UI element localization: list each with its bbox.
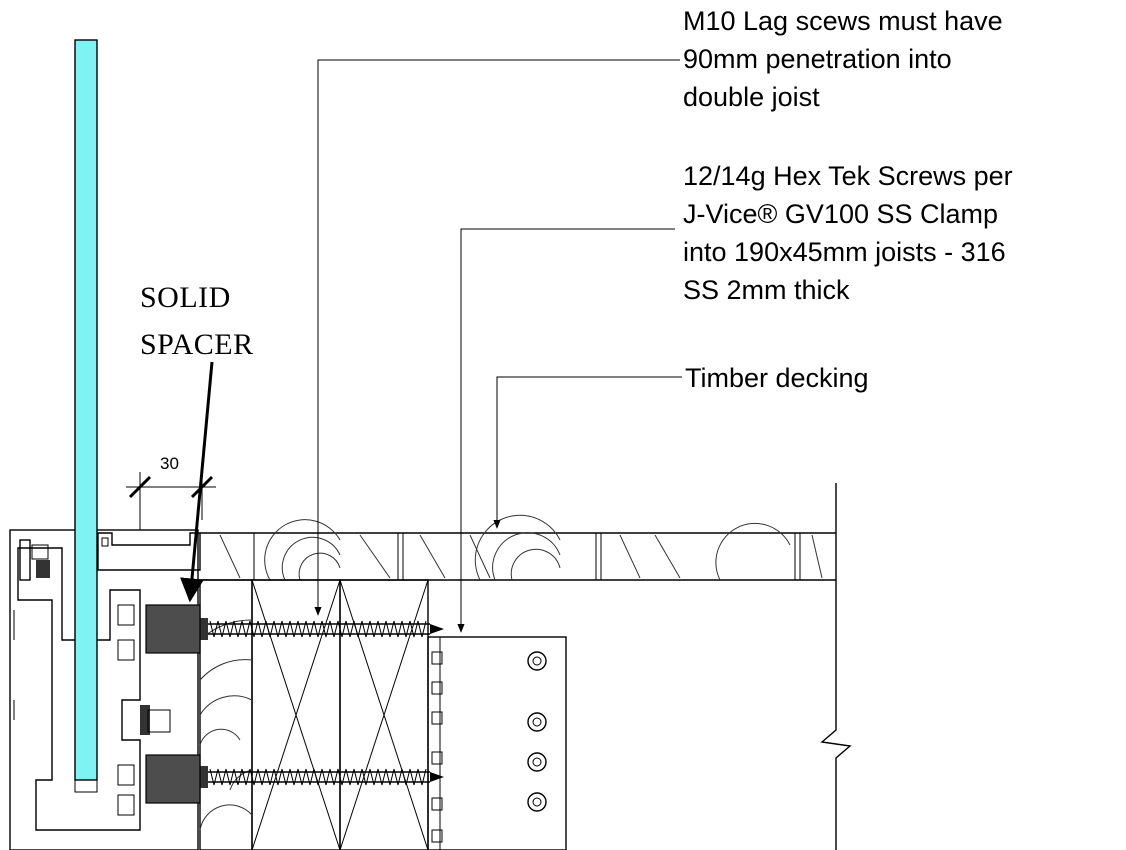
note-line: 90mm penetration into (683, 44, 952, 74)
gv100-clamp-plate (427, 636, 567, 850)
note-line: into 190x45mm joists - 316 (683, 237, 1006, 267)
note-line: SOLID (140, 281, 231, 314)
timber-decking-boards (200, 514, 836, 581)
note-line: SS 2mm thick (683, 275, 850, 305)
tek-screw-heads (431, 651, 443, 843)
note-lag-screws: M10 Lag scews must have 90mm penetration… (683, 6, 1003, 112)
note-line: Timber decking (685, 363, 869, 393)
note-line: J-Vice® GV100 SS Clamp (683, 199, 998, 229)
note-decking: Timber decking (685, 363, 869, 393)
bolt-holes (527, 651, 547, 812)
note-line: SPACER (140, 328, 254, 361)
double-joist (199, 579, 429, 850)
note-solid-spacer: SOLID SPACER (140, 281, 254, 361)
joist-break-line (820, 483, 852, 850)
dimension-label: 30 (160, 454, 179, 473)
note-line: M10 Lag scews must have (683, 6, 1003, 36)
dimension-30: 30 (126, 454, 216, 530)
lag-screws (200, 618, 444, 788)
note-tek-screws: 12/14g Hex Tek Screws per J-Vice® GV100 … (683, 161, 1013, 305)
solid-spacers (145, 604, 201, 804)
note-line: double joist (683, 82, 820, 112)
note-line: 12/14g Hex Tek Screws per (683, 161, 1013, 191)
edge-capping-profile (97, 532, 201, 571)
leader-lines (180, 59, 682, 633)
glass-panel (74, 39, 98, 793)
